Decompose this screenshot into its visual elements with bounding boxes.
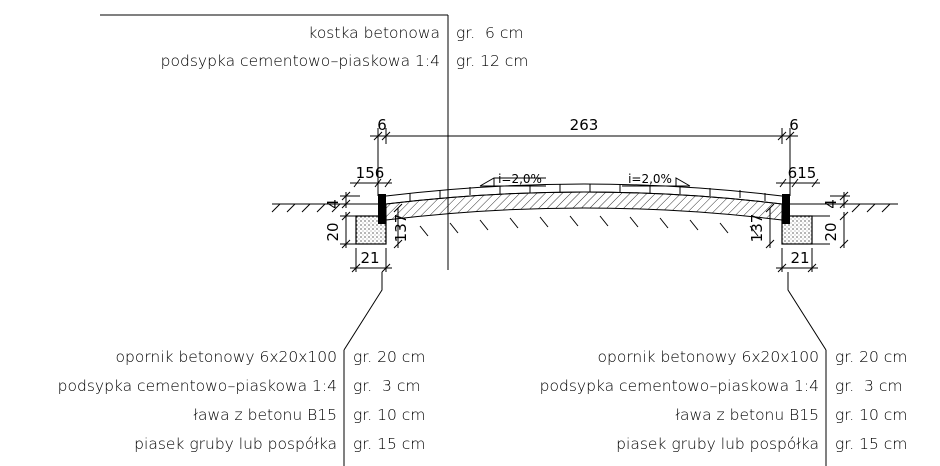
dim-right-margin: 6 (789, 116, 799, 134)
left-curb: 20 4 137 21 (324, 191, 410, 351)
dim-left-top: 4 (324, 199, 342, 209)
bl-row-4-material: piasek gruby lub pospółka (134, 435, 337, 453)
dim-right-height: 20 (822, 222, 840, 241)
dim-left-depth: 137 (392, 214, 410, 243)
bl-row-3-thickness: gr. 10 cm (353, 406, 425, 424)
dim-left-detail: 156 (356, 164, 385, 182)
top-row-1-material: kostka betonowa (308, 24, 440, 42)
dim-total-width: 263 (570, 116, 599, 134)
dim-right-base: 21 (790, 249, 809, 267)
dim-left-height: 20 (324, 222, 342, 241)
slope-left: i=2,0% (479, 172, 546, 187)
ground-left (271, 203, 378, 213)
slope-right: i=2,0% (622, 172, 691, 187)
bl-row-2-thickness: gr. 3 cm (353, 377, 420, 395)
bl-row-1-thickness: gr. 20 cm (353, 348, 425, 366)
right-curb-foundation (781, 215, 813, 245)
br-row-2-thickness: gr. 3 cm (835, 377, 902, 395)
left-curb-stone (378, 194, 386, 224)
br-row-1-material: opornik betonowy 6x20x100 (598, 348, 819, 366)
bl-row-1-material: opornik betonowy 6x20x100 (116, 348, 337, 366)
bl-row-2-material: podsypka cementowo–piaskowa 1:4 (58, 377, 337, 395)
subgrade-hatch (419, 215, 759, 237)
slope-left-label: i=2,0% (498, 172, 542, 186)
br-row-3-material: ława z betonu B15 (676, 406, 819, 424)
bl-row-4-thickness: gr. 15 cm (353, 435, 425, 453)
dim-left-margin: 6 (377, 116, 387, 134)
pavement-section (385, 183, 783, 237)
bottom-right-table: opornik betonowy 6x20x100 gr. 20 cm pods… (540, 348, 907, 466)
br-row-4-thickness: gr. 15 cm (835, 435, 907, 453)
top-layer-table: kostka betonowa gr. 6 cm podsypka cement… (100, 14, 528, 270)
paving-joints (409, 184, 766, 201)
slope-right-label: i=2,0% (628, 172, 672, 186)
top-row-1-thickness: gr. 6 cm (456, 24, 523, 42)
bottom-left-table: opornik betonowy 6x20x100 gr. 20 cm pods… (58, 348, 425, 466)
top-row-2-material: podsypka cementowo–piaskowa 1:4 (161, 52, 440, 70)
br-row-1-thickness: gr. 20 cm (835, 348, 907, 366)
br-row-4-material: piasek gruby lub pospółka (616, 435, 819, 453)
dim-right-depth: 137 (748, 214, 766, 243)
br-row-2-material: podsypka cementowo–piaskowa 1:4 (540, 377, 819, 395)
right-curb-stone (782, 194, 790, 224)
br-row-3-thickness: gr. 10 cm (835, 406, 907, 424)
curb-detail-dims: 156 615 (350, 164, 820, 188)
dim-right-top: 4 (822, 199, 840, 209)
right-curb: 20 4 137 21 (748, 191, 850, 351)
top-row-2-thickness: gr. 12 cm (456, 52, 528, 70)
bl-row-3-material: ława z betonu B15 (194, 406, 337, 424)
dim-right-detail: 615 (788, 164, 817, 182)
width-dimension: 6 263 6 (370, 116, 799, 196)
left-curb-foundation (355, 215, 387, 245)
dim-left-base: 21 (360, 249, 379, 267)
